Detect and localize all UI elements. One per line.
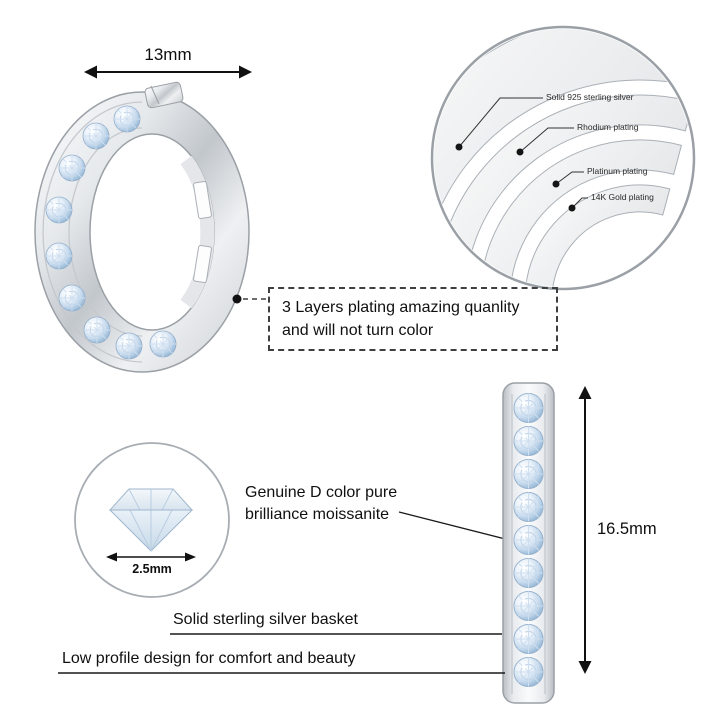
hoop-earring-front-view	[34, 81, 250, 373]
plating-callout-dot	[232, 294, 242, 304]
layer-dots	[455, 143, 576, 212]
moissanite-diamond-icon	[108, 488, 194, 552]
layer-leader-lines	[458, 97, 588, 209]
plating-note-line2: and will not turn color	[282, 322, 434, 340]
inner-basket	[180, 155, 215, 309]
plating-callout	[232, 294, 267, 304]
moissanite-note-line2: brilliance moissanite	[245, 506, 390, 524]
stone-size-arrow	[106, 552, 196, 562]
stone-detail-inset	[74, 442, 230, 598]
stone-diameter-label: 2.5mm	[132, 562, 172, 576]
hoop-width-label: 13mm	[144, 45, 192, 64]
hoop-earring-side-view	[502, 382, 555, 704]
side-view-stones	[513, 392, 544, 688]
side-height-label: 16.5mm	[597, 520, 657, 538]
magnifier-circle	[430, 25, 696, 291]
width-measure-arrow	[84, 65, 252, 79]
height-measure-arrow	[578, 386, 592, 674]
plating-note-line1: 3 Layers plating amazing quanlity	[282, 299, 520, 316]
clasp-hinge	[144, 81, 184, 109]
magnifier-inset	[430, 25, 696, 291]
annotation-underlines	[58, 633, 505, 674]
basket-note: Solid sterling silver basket	[173, 611, 358, 628]
layer-label-platinum: Platinum plating	[587, 166, 648, 176]
layer-label-sterling: Solid 925 sterling silver	[546, 92, 634, 102]
plating-note-box: 3 Layers plating amazing quanlity and wi…	[268, 287, 558, 351]
layer-slab-gold	[524, 184, 671, 287]
layer-label-rhodium: Rhodium plating	[577, 122, 639, 132]
moissanite-note-line1: Genuine D color pure	[245, 484, 398, 501]
moissanite-note: Genuine D color pure brilliance moissani…	[245, 482, 397, 527]
layer-slab-sterling	[434, 29, 692, 287]
comfort-note: Low profile design for comfort and beaut…	[62, 650, 356, 667]
layer-label-gold: 14K Gold plating	[591, 192, 654, 202]
